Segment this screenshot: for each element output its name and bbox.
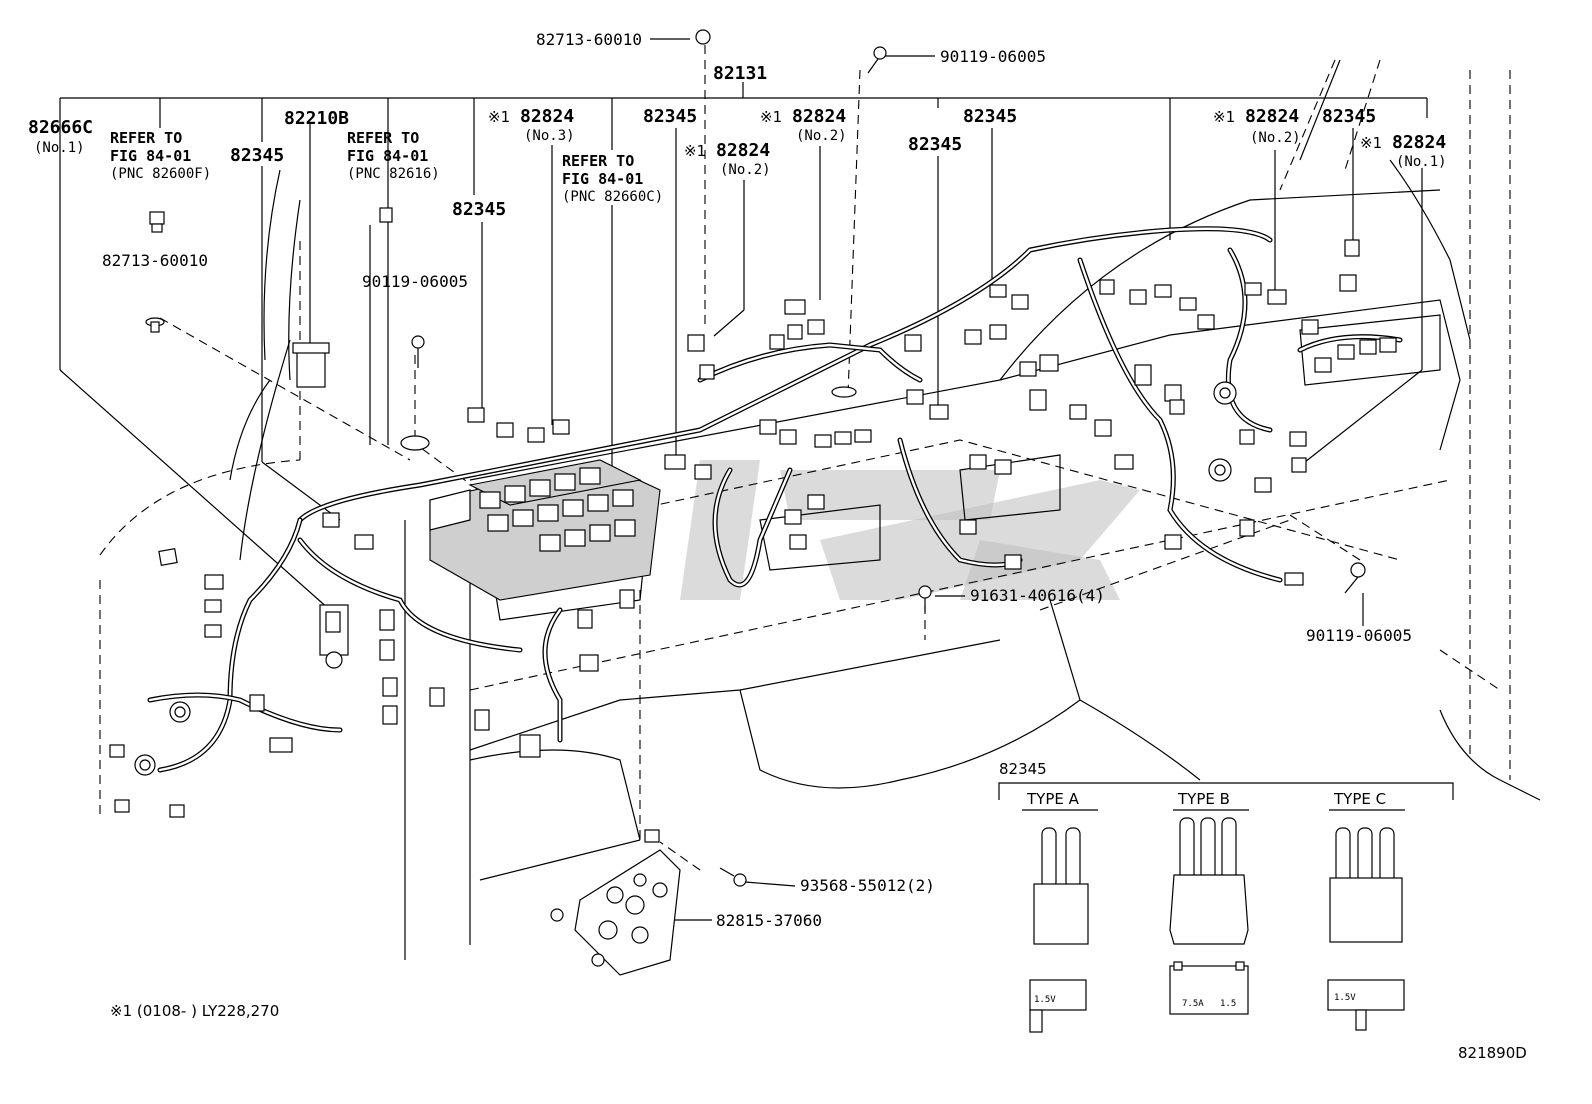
- label-82666c-sub: (No.1): [34, 140, 85, 156]
- label-82824-no2a: 82824: [716, 140, 770, 161]
- relay-type-panel: 82345 TYPE A TYPE B TYPE C 1.5V 7.5A 1: [998, 760, 1454, 1033]
- label-82345-b: 82345: [452, 199, 506, 220]
- junction-block: [429, 459, 661, 601]
- label-82824-no2c: 82824: [1245, 106, 1299, 127]
- type-c-label: TYPE C: [1333, 790, 1386, 808]
- refer-3-line1: REFER TO: [562, 152, 634, 170]
- fasteners: [145, 29, 1366, 887]
- refer-3-line2: FIG 84-01: [562, 170, 643, 188]
- label-82345-e: 82345: [908, 134, 962, 155]
- mark-no3: ※1: [488, 108, 510, 126]
- type-b-tag-right: 1.5: [1220, 999, 1236, 1009]
- type-a-label: TYPE A: [1026, 790, 1080, 808]
- refer-2-line2: FIG 84-01: [347, 147, 428, 165]
- bracket-plate: [550, 829, 681, 976]
- label-90119-06005-top: 90119-06005: [940, 47, 1046, 66]
- mark-no2b: ※1: [760, 108, 782, 126]
- label-90119-06005-right: 90119-06005: [1306, 626, 1412, 645]
- label-90119-06005-left: 90119-06005: [362, 272, 468, 291]
- refer-3-line3: (PNC 82660C): [562, 189, 663, 205]
- wire-harness: [147, 226, 1403, 773]
- label-82824-no2b: 82824: [792, 106, 846, 127]
- label-82824-no3: 82824: [520, 106, 574, 127]
- label-82824-no3-sub: (No.3): [524, 128, 575, 144]
- type-b-label: TYPE B: [1177, 790, 1230, 808]
- label-82815-37060: 82815-37060: [716, 911, 822, 930]
- label-82824-no2c-sub: (No.2): [1250, 130, 1301, 146]
- refer-1-line2: FIG 84-01: [110, 147, 191, 165]
- type-a-relay: 1.5V: [1029, 827, 1089, 1033]
- callout-bracket: [59, 38, 1428, 921]
- label-82824-no2a-sub: (No.2): [720, 162, 771, 178]
- footnote: ※1 (0108- ) LY228,270: [110, 1002, 279, 1020]
- grommets: [134, 381, 1237, 776]
- label-82713-60010-top: 82713-60010: [536, 30, 642, 49]
- type-c-relay: 1.5V: [1327, 827, 1405, 1031]
- mark-no1: ※1: [1360, 134, 1382, 152]
- refer-1-line3: (PNC 82600F): [110, 166, 211, 182]
- label-82713-60010-left: 82713-60010: [102, 251, 208, 270]
- label-93568-55012: 93568-55012(2): [800, 876, 935, 895]
- fuse-box-82666c: [319, 604, 349, 669]
- refer-1-line1: REFER TO: [110, 129, 182, 147]
- label-91631-40616: 91631-40616(4): [970, 586, 1105, 605]
- refer-2-line1: REFER TO: [347, 129, 419, 147]
- type-b-relay: 7.5A 1.5: [1169, 817, 1249, 1015]
- label-82345-f: 82345: [1322, 106, 1376, 127]
- label-82824-no1-sub: (No.1): [1396, 154, 1447, 170]
- dashed-guides: [99, 45, 1511, 871]
- type-a-tag: 1.5V: [1034, 995, 1056, 1005]
- label-82666c: 82666C: [28, 117, 93, 138]
- label-82131: 82131: [713, 63, 767, 84]
- type-group-label: 82345: [999, 760, 1047, 778]
- connectors: [109, 239, 1397, 818]
- part-labels: 82713-60010 82131 90119-06005 82666C (No…: [28, 30, 1527, 1062]
- dashboard-outline: [229, 59, 1541, 960]
- label-82210b: 82210B: [284, 108, 349, 129]
- mark-no2a: ※1: [684, 142, 706, 160]
- label-82824-no1: 82824: [1392, 132, 1446, 153]
- label-82345-d: 82345: [963, 106, 1017, 127]
- refer-2-line3: (PNC 82616): [347, 166, 440, 182]
- type-b-tag-left: 7.5A: [1182, 999, 1204, 1009]
- mark-no2c: ※1: [1213, 108, 1235, 126]
- type-c-tag: 1.5V: [1334, 993, 1356, 1003]
- label-82824-no2b-sub: (No.2): [796, 128, 847, 144]
- label-82345-c: 82345: [643, 106, 697, 127]
- label-82345-a: 82345: [230, 145, 284, 166]
- diagram-id: 821890D: [1458, 1044, 1527, 1062]
